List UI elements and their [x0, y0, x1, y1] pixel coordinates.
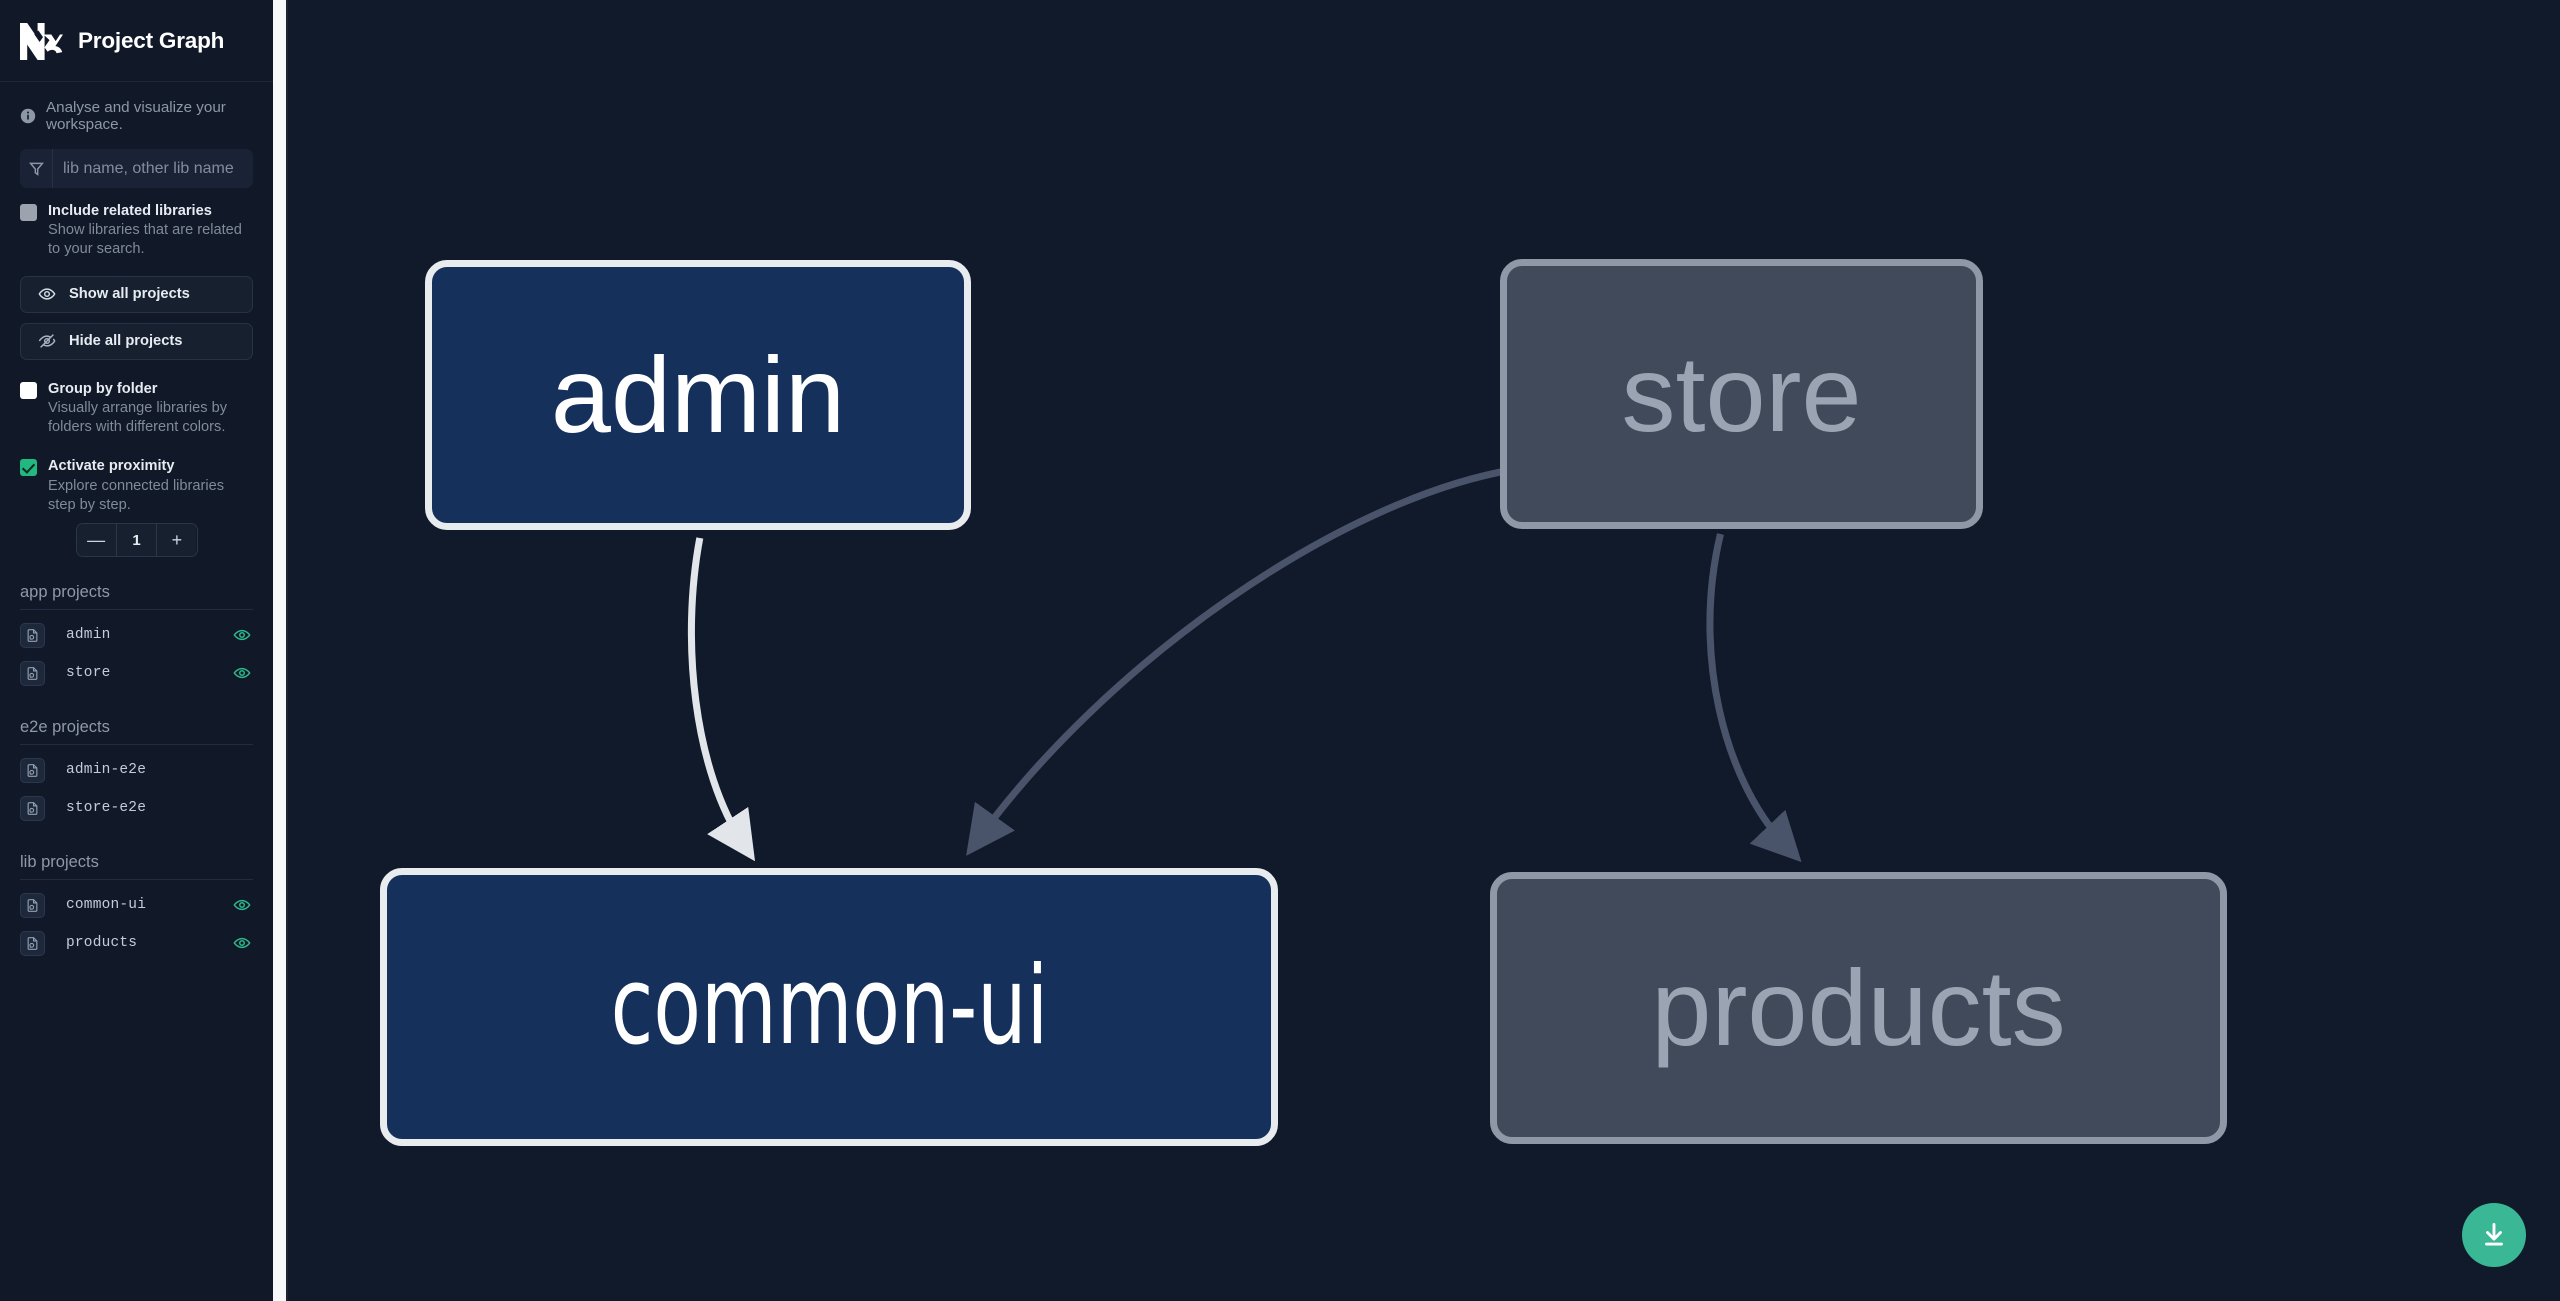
hide-all-projects-label: Hide all projects [69, 333, 183, 350]
sidebar-scrollbar[interactable] [273, 0, 286, 1301]
sidebar-divider [286, 0, 288, 1301]
project-file-icon [27, 898, 38, 912]
info-icon [20, 108, 36, 124]
project-file-icon [27, 801, 38, 815]
graph-node-label: common-ui [610, 944, 1048, 1069]
proximity-decrement-button[interactable]: — [76, 524, 117, 557]
project-file-icon [27, 628, 38, 642]
project-row-products[interactable]: products [20, 924, 253, 962]
monitor-icon[interactable] [250, 30, 251, 52]
option-include-related-libraries[interactable]: Include related libraries Show libraries… [20, 198, 253, 260]
project-icon-wrap [20, 622, 45, 648]
option-title: Include related libraries [48, 203, 212, 219]
project-file-icon [27, 666, 38, 680]
option-desc: Explore connected libraries step by step… [48, 477, 225, 513]
project-row-admin-e2e[interactable]: admin-e2e [20, 751, 253, 789]
graph-node-admin[interactable]: admin [425, 260, 971, 530]
show-all-projects-label: Show all projects [69, 286, 190, 303]
project-group-title: app projects [20, 583, 253, 611]
project-groups: app projects admin store e2e projects admin-… [20, 583, 253, 962]
page-title: Project Graph [78, 27, 225, 53]
project-graph-canvas[interactable]: admin store common-ui products [273, 0, 2560, 1301]
eye-icon[interactable] [233, 896, 251, 914]
project-row-common-ui[interactable]: common-ui [20, 886, 253, 924]
eye-icon [38, 288, 56, 300]
download-icon [2485, 1222, 2503, 1246]
filter-funnel-icon [28, 162, 44, 176]
option-desc: Visually arrange libraries by folders wi… [48, 399, 227, 436]
search-input[interactable] [53, 149, 253, 188]
group-by-folder-checkbox[interactable] [20, 381, 37, 399]
graph-node-products[interactable]: products [1490, 872, 2227, 1144]
option-title: Group by folder [48, 380, 158, 397]
project-name-label: admin-e2e [66, 762, 147, 779]
project-icon-wrap [20, 660, 45, 686]
hide-all-projects-button[interactable]: Hide all projects [20, 322, 253, 360]
project-group-title: e2e projects [20, 718, 253, 746]
filter-icon-wrap [20, 149, 53, 188]
proximity-stepper[interactable]: — 1 + [75, 523, 198, 558]
nx-logo-icon [20, 22, 63, 60]
project-group-app-projects: app projects admin store [20, 583, 253, 692]
sidebar-header: Project Graph [0, 0, 273, 82]
edge-admin-to-common-ui [687, 537, 756, 862]
edge-store-to-common-ui [966, 466, 1512, 856]
project-name-label: store [66, 665, 111, 682]
proximity-value: 1 [116, 524, 158, 557]
project-name-label: products [66, 935, 138, 952]
project-icon-wrap [20, 892, 45, 918]
sidebar-tagline: Analyse and visualize your workspace. [0, 82, 273, 149]
sidebar: Project Graph Analyse and visualize your… [0, 0, 273, 1301]
project-name-label: store-e2e [66, 800, 147, 817]
eye-placeholder [235, 761, 253, 779]
project-file-icon [27, 936, 38, 950]
graph-node-store[interactable]: store [1500, 259, 1983, 529]
show-all-projects-button[interactable]: Show all projects [20, 275, 253, 313]
graph-node-label: store [1621, 333, 1862, 454]
project-icon-wrap [20, 795, 45, 821]
eye-icon[interactable] [233, 664, 251, 682]
project-icon-wrap [20, 757, 45, 783]
option-activate-proximity[interactable]: Activate proximity Explore connected lib… [20, 453, 253, 515]
project-group-e2e-projects: e2e projects admin-e2e store-e2e [20, 718, 253, 827]
eye-off-icon [38, 334, 56, 349]
graph-node-label: products [1651, 947, 2066, 1068]
project-group-lib-projects: lib projects common-ui products [20, 853, 253, 962]
graph-node-label: admin [550, 334, 846, 455]
edge-store-to-products [1706, 533, 1802, 863]
download-graph-button[interactable] [2462, 1203, 2526, 1267]
project-name-label: admin [66, 627, 111, 644]
tagline-text: Analyse and visualize your workspace. [46, 99, 226, 133]
option-title: Activate proximity [48, 458, 175, 475]
include-related-libraries-checkbox[interactable] [20, 204, 37, 221]
activate-proximity-checkbox[interactable] [20, 459, 37, 477]
option-desc: Show libraries that are related to your … [48, 222, 242, 258]
project-row-store[interactable]: store [20, 654, 253, 692]
project-row-admin[interactable]: admin [20, 616, 253, 654]
eye-placeholder [235, 799, 253, 817]
option-group-by-folder[interactable]: Group by folder Visually arrange librari… [20, 376, 253, 438]
project-name-label: common-ui [66, 897, 147, 914]
proximity-increment-button[interactable]: + [157, 524, 197, 557]
sidebar-body: Include related libraries Show libraries… [0, 149, 273, 962]
project-file-icon [27, 763, 38, 777]
project-icon-wrap [20, 930, 45, 956]
eye-icon[interactable] [233, 626, 251, 644]
project-row-store-e2e[interactable]: store-e2e [20, 789, 253, 827]
eye-icon[interactable] [233, 934, 251, 952]
project-group-title: lib projects [20, 853, 253, 881]
graph-node-common-ui[interactable]: common-ui [380, 868, 1278, 1146]
search-filter-box[interactable] [20, 149, 253, 188]
graph-edges [687, 466, 1802, 863]
